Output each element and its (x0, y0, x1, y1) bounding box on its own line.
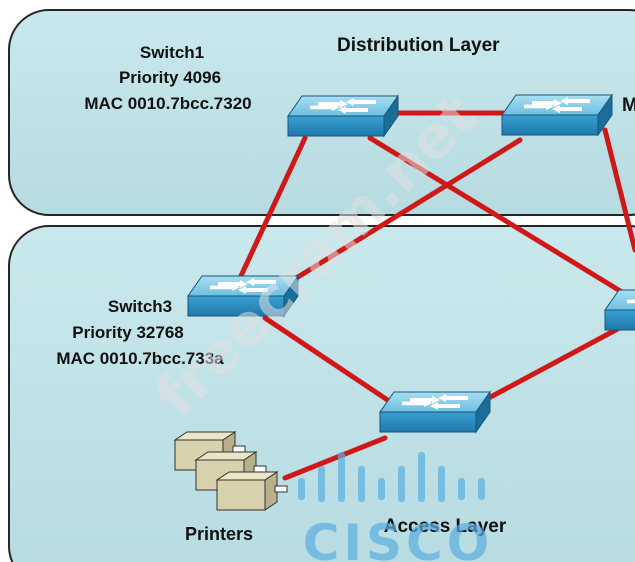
link-sw1-right (367, 135, 635, 303)
link-printers-access (282, 435, 388, 481)
switch3-mac: MAC 0010.7bcc.733a (56, 349, 224, 368)
switch3-priority: Priority 32768 (72, 323, 184, 342)
switch1-icon (287, 95, 399, 137)
printers-icon (173, 431, 288, 511)
access-switch-icon (379, 391, 491, 433)
link-access-right (482, 322, 628, 403)
distribution-layer-label: Distribution Layer (337, 35, 500, 56)
link-sw3-access (262, 315, 398, 408)
access-layer-label: Access Layer (384, 516, 507, 537)
switch3-name: Switch3 (108, 297, 172, 316)
switch1-priority: Priority 4096 (119, 68, 221, 87)
switch1-mac: MAC 0010.7bcc.7320 (84, 94, 251, 113)
cisco-logo-text: CISCO (303, 514, 494, 562)
link-sw2-sw3 (282, 137, 523, 288)
link-sw2-right (602, 127, 635, 253)
switch1-name: Switch1 (140, 43, 204, 62)
switch2-icon (501, 94, 613, 136)
cisco-logo (298, 452, 485, 502)
link-sw1-sw3 (237, 135, 308, 281)
printers-label: Printers (185, 524, 253, 544)
switch2-label-partial: M (622, 95, 635, 116)
access-zone (8, 225, 635, 562)
